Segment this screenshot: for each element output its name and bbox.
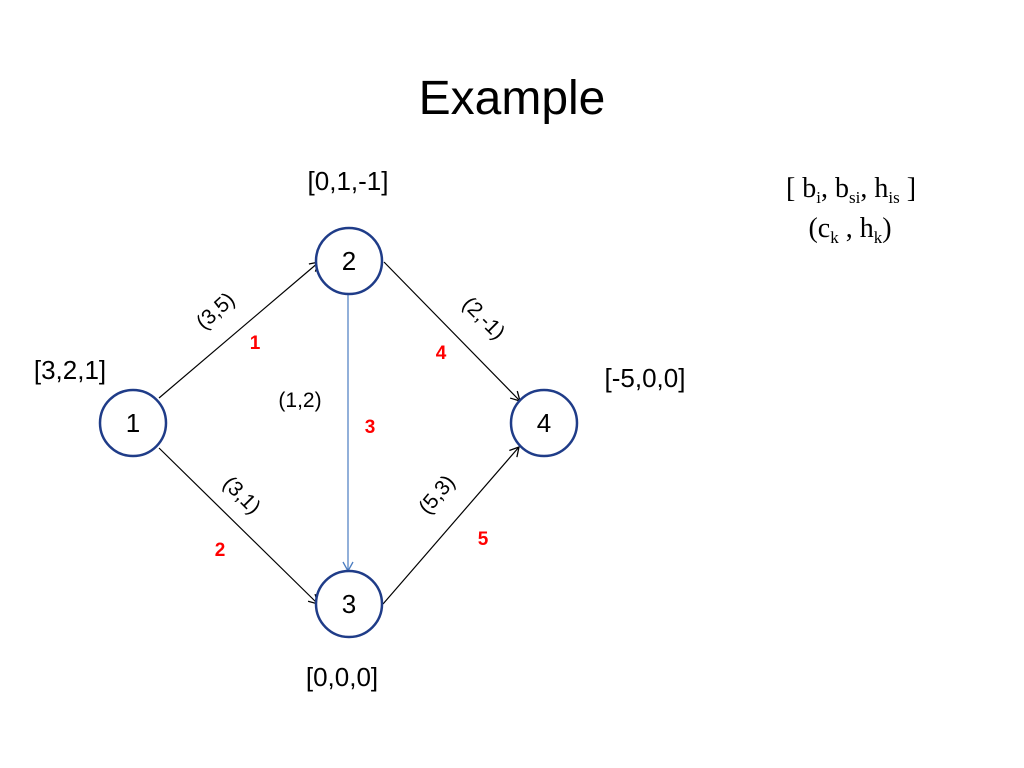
edge-label-3-4: (5,3)	[414, 471, 459, 519]
edge-number-2-4: 4	[436, 343, 447, 364]
node-3-label: 3	[342, 589, 356, 619]
node-2-vector: [0,1,-1]	[308, 166, 389, 196]
edge-1-2	[158, 261, 321, 399]
node-1-vector: [3,2,1]	[34, 355, 106, 385]
edge-2-4	[383, 261, 521, 402]
node-1-label: 1	[126, 408, 140, 438]
page-title: Example	[419, 72, 606, 125]
edge-number-3-4: 5	[478, 529, 489, 550]
node-2-label: 2	[342, 246, 356, 276]
node-4-vector: [-5,0,0]	[605, 363, 686, 393]
node-2: 2	[314, 226, 384, 296]
edge-number-1-2: 1	[250, 333, 261, 354]
legend-node-format: [ bi, bsi, his ]	[786, 173, 916, 207]
edge-number-2-3: 3	[365, 417, 376, 438]
node-4: 4	[509, 388, 579, 458]
legend-edge-format: (ck , hk)	[808, 213, 891, 247]
edge-label-2-4: (2,-1)	[458, 293, 510, 345]
edge-number-1-3: 2	[215, 540, 226, 561]
node-1: 1	[98, 388, 168, 458]
node-3-vector: [0,0,0]	[306, 662, 378, 692]
edge-1-3	[158, 447, 319, 605]
node-3: 3	[314, 569, 384, 639]
node-4-label: 4	[537, 408, 551, 438]
edge-label-1-3: (3,1)	[218, 472, 265, 519]
edge-3-4	[382, 445, 520, 605]
edge-label-2-3: (1,2)	[278, 389, 321, 412]
edge-label-1-2: (3,5)	[192, 288, 239, 334]
